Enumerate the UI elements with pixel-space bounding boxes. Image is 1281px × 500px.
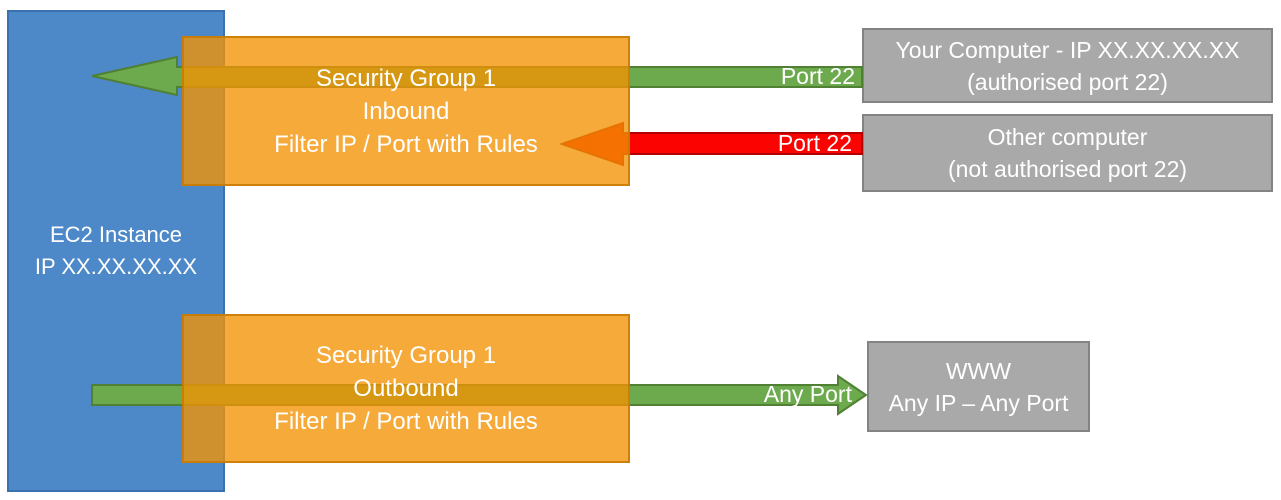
www-title: WWW: [945, 357, 1012, 384]
security-group-inbound-box: Security Group 1 Inbound Filter IP / Por…: [182, 36, 630, 186]
sg-inbound-rule: Filter IP / Port with Rules: [274, 130, 538, 158]
your-computer-title: Your Computer - IP XX.XX.XX.XX: [895, 36, 1240, 63]
www-box: WWW Any IP – Any Port: [867, 341, 1090, 432]
other-computer-subtitle: (not authorised port 22): [947, 156, 1188, 182]
sg-outbound-direction: Outbound: [353, 375, 459, 402]
outbound-port-label: Any Port: [763, 381, 852, 407]
your-computer-box: Your Computer - IP XX.XX.XX.XX (authoris…: [862, 28, 1273, 103]
sg-inbound-title: Security Group 1: [315, 64, 497, 92]
sg-inbound-direction: Inbound: [362, 97, 450, 125]
ec2-instance-name: EC2 Instance: [49, 222, 183, 247]
your-computer-subtitle: (authorised port 22): [967, 68, 1168, 95]
sg-outbound-rule: Filter IP / Port with Rules: [274, 408, 538, 435]
inbound-allowed-port-label: Port 22: [780, 63, 855, 89]
www-subtitle: Any IP – Any Port: [888, 389, 1069, 416]
ec2-instance-ip: IP XX.XX.XX.XX: [34, 254, 198, 279]
security-group-outbound-box: Security Group 1 Outbound Filter IP / Po…: [182, 314, 630, 463]
sg-outbound-title: Security Group 1: [315, 342, 497, 369]
other-computer-box: Other computer (not authorised port 22): [862, 114, 1273, 192]
other-computer-title: Other computer: [987, 124, 1148, 150]
inbound-blocked-port-label: Port 22: [777, 130, 852, 156]
